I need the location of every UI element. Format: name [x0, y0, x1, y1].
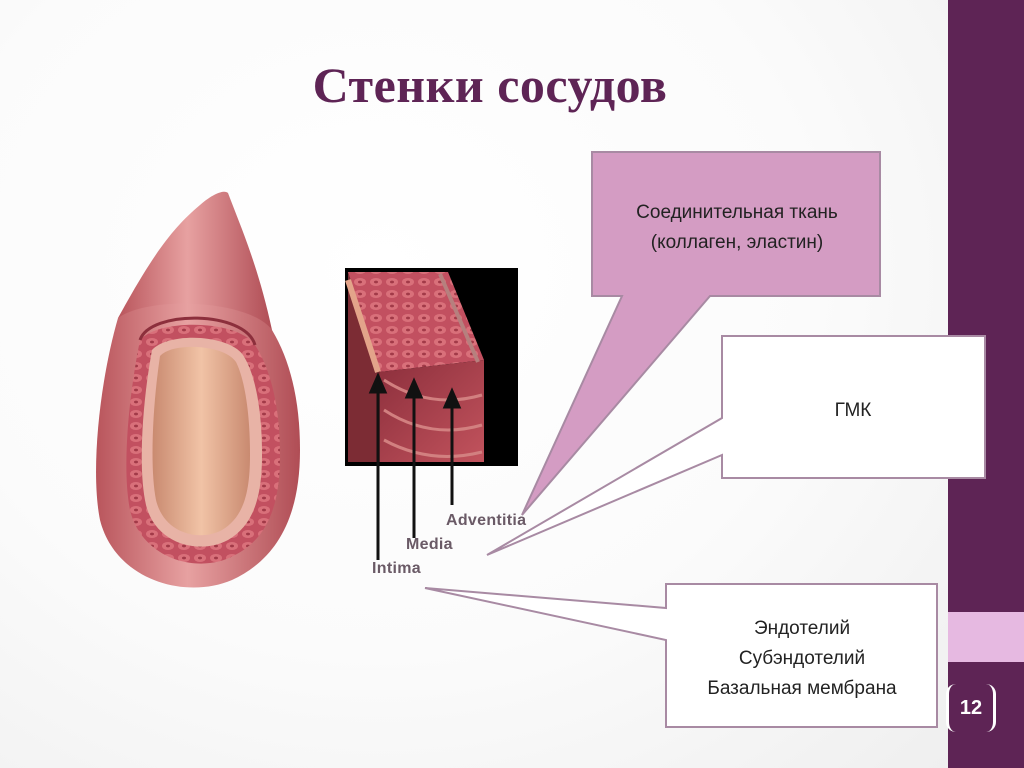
sidebar-accent-band [948, 612, 1024, 662]
layer-arrows [368, 372, 462, 560]
wall-cross-section [345, 268, 518, 466]
callout-smc-line-1: ГМК [834, 400, 872, 421]
label-intima: Intima [372, 560, 421, 577]
slide-number: 12 [946, 684, 996, 732]
callout-smc [486, 335, 986, 556]
callout-intima [424, 583, 938, 728]
vessel-illustration [96, 191, 300, 588]
callout-connective-line-2: (коллаген, эластин) [650, 232, 824, 253]
callout-connective [521, 151, 881, 516]
callout-smc-text: ГМК [722, 396, 984, 426]
callout-intima-text: Эндотелий Субэндотелий Базальная мембран… [668, 614, 936, 704]
label-media: Media [406, 536, 453, 553]
label-adventitia: Adventitia [446, 512, 527, 529]
vessel-rim [138, 316, 257, 346]
vessel-tail [118, 191, 272, 330]
callout-intima-line-1: Эндотелий [753, 618, 851, 639]
callout-intima-line-2: Субэндотелий [738, 648, 866, 669]
slide-title: Стенки сосудов [312, 57, 668, 113]
cross-section-front-face [348, 272, 380, 462]
callout-intima-line-3: Базальная мембрана [707, 678, 897, 699]
cross-section-side-face [380, 360, 484, 462]
callout-connective-line-1: Соединительная ткань [636, 202, 838, 223]
callout-connective-text: Соединительная ткань (коллаген, эластин) [592, 198, 882, 258]
vessel-lumen [152, 346, 250, 536]
